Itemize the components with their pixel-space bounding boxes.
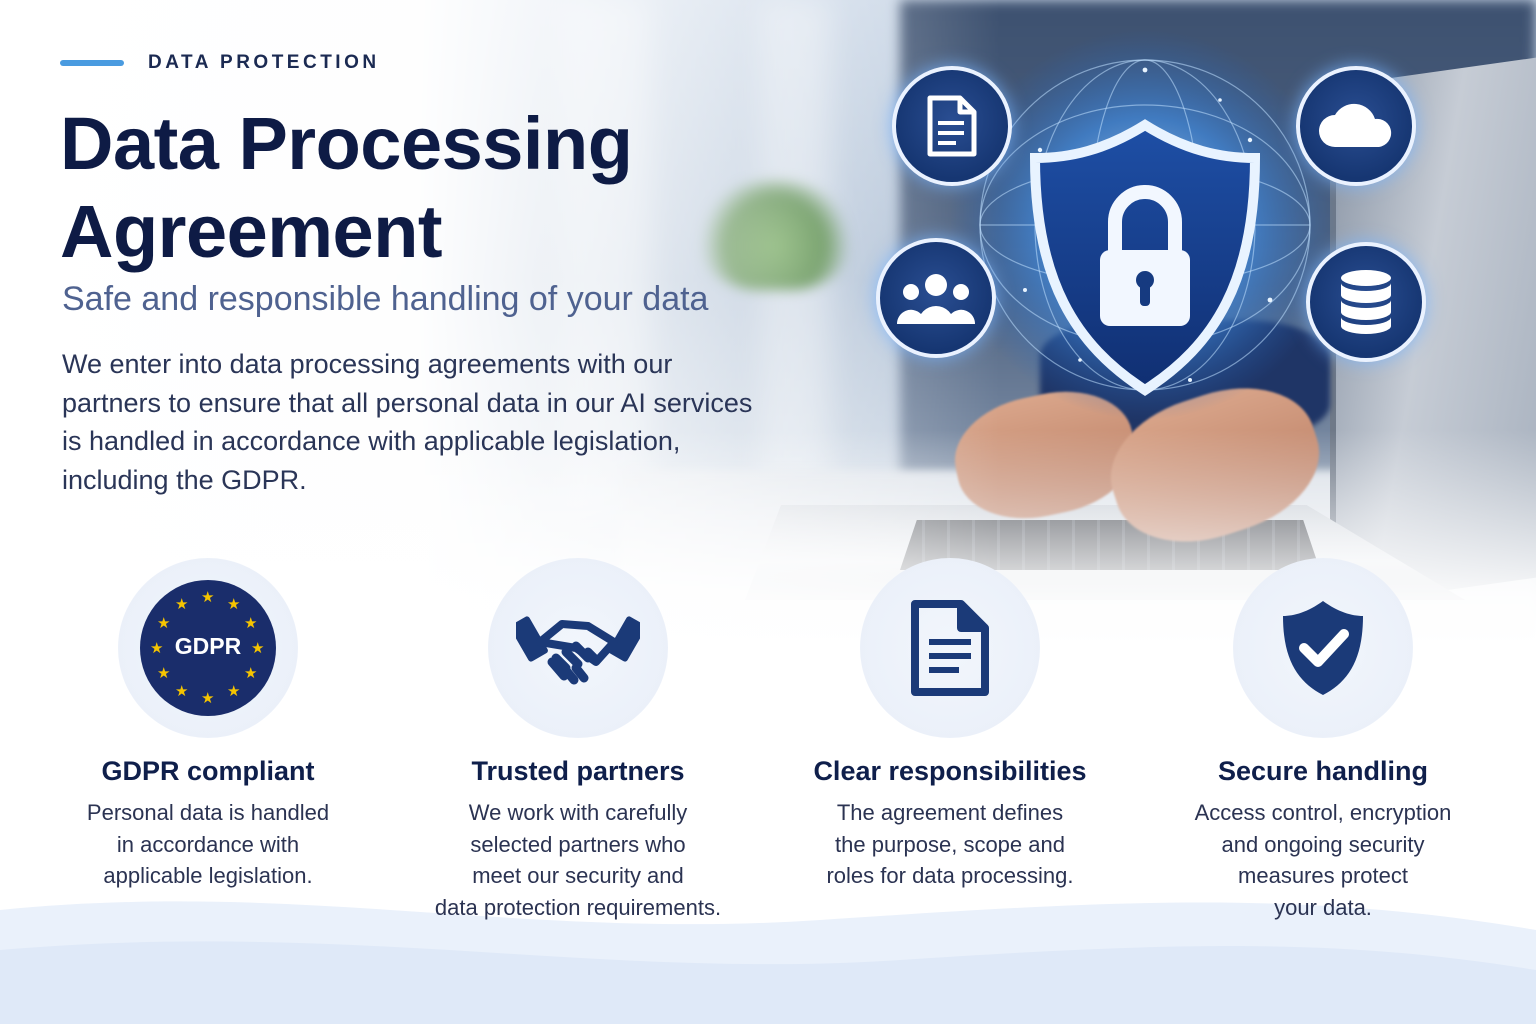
page-title-line-2: Agreement <box>60 190 443 273</box>
eyebrow: DATA PROTECTION <box>60 52 380 74</box>
handshake-icon <box>516 616 640 685</box>
eyebrow-accent-bar <box>60 60 124 66</box>
feature-text: We work with carefully selected partners… <box>434 800 722 920</box>
document-node <box>892 66 1012 186</box>
gdpr-badge-icon: ★ ★ ★ ★ ★ ★ ★ ★ ★ ★ ★ ★ GDPR <box>140 580 276 716</box>
feature-secure: Secure handling Access control, encrypti… <box>1143 558 1503 923</box>
feature-icon-circle <box>488 558 668 738</box>
bottom-wave <box>0 901 1536 1024</box>
cloud-node <box>1296 66 1416 186</box>
database-icon <box>1341 270 1391 334</box>
feature-icon-circle <box>1233 558 1413 738</box>
people-icon <box>896 274 976 324</box>
document-icon <box>927 95 977 157</box>
feature-title: GDPR compliant <box>101 756 315 786</box>
database-node <box>1306 242 1426 362</box>
gdpr-badge-label: GDPR <box>174 633 242 659</box>
intro-paragraph: We enter into data processing agreements… <box>62 349 753 495</box>
globe-sparkles <box>1023 67 1273 382</box>
people-node <box>876 238 996 358</box>
feature-text: Access control, encryption and ongoing s… <box>1194 800 1452 920</box>
feature-responsibilities: Clear responsibilities The agreement def… <box>770 558 1130 892</box>
globe-shield-graphic <box>950 30 1340 420</box>
feature-title: Trusted partners <box>471 756 685 786</box>
page-subtitle: Safe and responsible handling of your da… <box>62 280 709 318</box>
cloud-icon <box>1319 103 1392 147</box>
page-title: Data Processing Agreement <box>60 100 820 276</box>
feature-text: Personal data is handled in accordance w… <box>86 800 330 888</box>
feature-text: The agreement defines the purpose, scope… <box>826 800 1074 888</box>
eyebrow-label: DATA PROTECTION <box>148 52 380 73</box>
feature-gdpr: ★ ★ ★ ★ ★ ★ ★ ★ ★ ★ ★ ★ GDPR GDPR compli… <box>28 558 388 892</box>
padlock-icon <box>1100 185 1190 326</box>
page-title-line-1: Data Processing <box>60 102 633 185</box>
feature-icon-circle <box>860 558 1040 738</box>
document-icon <box>911 600 989 696</box>
feature-title: Clear responsibilities <box>813 756 1087 786</box>
shield-check-icon <box>1283 601 1363 695</box>
feature-title: Secure handling <box>1217 756 1429 786</box>
feature-icon-circle: ★ ★ ★ ★ ★ ★ ★ ★ ★ ★ ★ ★ GDPR <box>118 558 298 738</box>
feature-partners: Trusted partners We work with carefully … <box>398 558 758 923</box>
